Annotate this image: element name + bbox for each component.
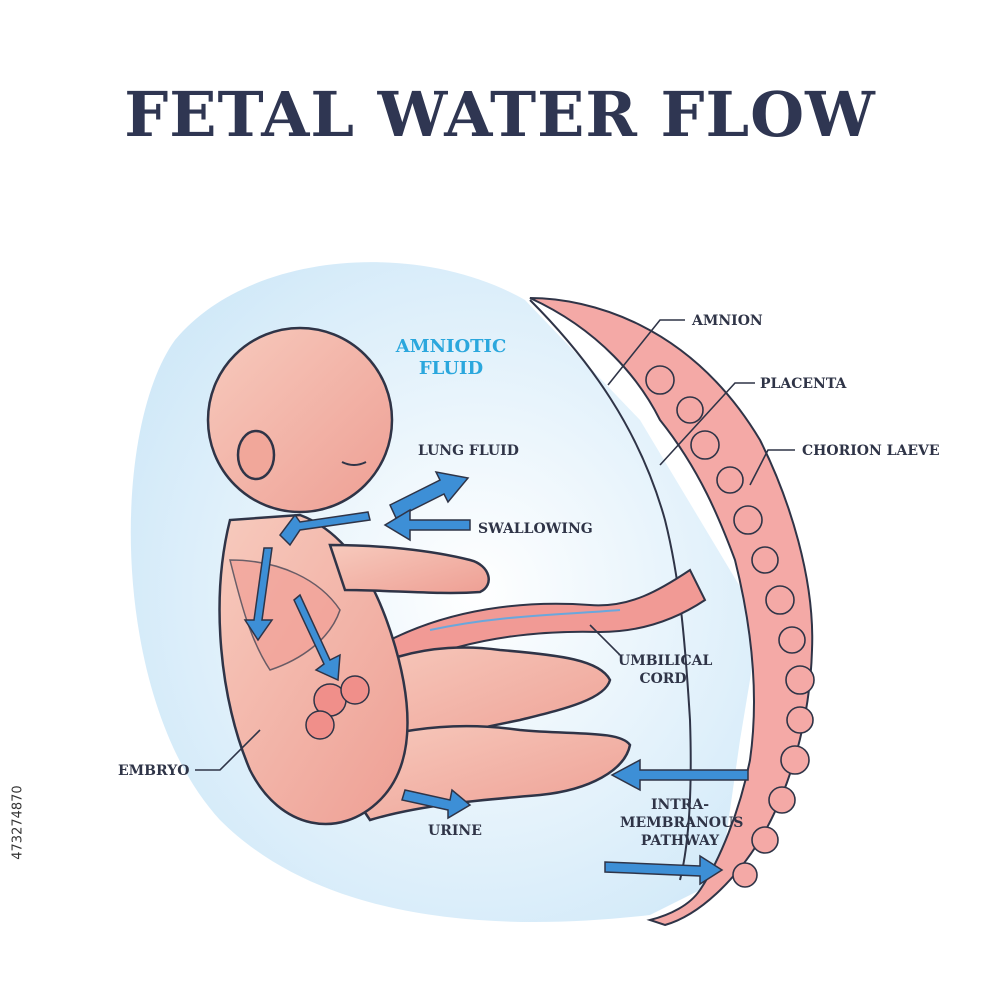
- stock-id-watermark: 473274870: [8, 765, 30, 885]
- placenta-shape: [529, 297, 814, 927]
- label-intramembranous-line2: MEMBRANOUS: [620, 815, 744, 831]
- intramembranous-arrow-in: [610, 758, 749, 792]
- label-umbilical-cord-line2: CORD: [639, 671, 687, 687]
- swallowing-arrow: [383, 508, 471, 542]
- leader-lines: [195, 319, 795, 771]
- diagram-title: FETAL WATER FLOW: [124, 78, 876, 151]
- label-umbilical-cord-line1: UMBILICAL: [618, 653, 713, 669]
- label-lung-fluid: LUNG FLUID: [418, 443, 519, 459]
- intramembranous-arrow-out: [604, 854, 724, 886]
- intestines: [305, 675, 370, 740]
- umbilical-cord: [388, 568, 707, 670]
- label-amniotic-fluid-line1: AMNIOTIC: [395, 336, 507, 357]
- chorion-villi: [645, 365, 815, 888]
- label-urine: URINE: [428, 823, 482, 839]
- embryo-figure: [206, 326, 632, 826]
- label-chorion-laeve: CHORION LAEVE: [802, 443, 940, 459]
- label-intramembranous-line3: PATHWAY: [640, 833, 720, 849]
- label-amnion: AMNION: [692, 313, 763, 329]
- label-amniotic-fluid: AMNIOTIC FLUID: [376, 336, 526, 380]
- stock-id-text: 473274870: [10, 785, 26, 860]
- label-embryo: EMBRYO: [118, 763, 190, 779]
- label-umbilical-cord: UMBILICAL CORD: [618, 652, 713, 688]
- label-intramembranous-pathway: INTRA- MEMBRANOUS PATHWAY: [620, 796, 744, 850]
- label-amniotic-fluid-line2: FLUID: [418, 358, 484, 379]
- label-intramembranous-line1: INTRA-: [650, 797, 710, 813]
- urine-arrow: [401, 788, 472, 820]
- flow-arrows: [243, 470, 749, 886]
- label-swallowing: SWALLOWING: [478, 521, 593, 537]
- label-placenta: PLACENTA: [760, 376, 847, 392]
